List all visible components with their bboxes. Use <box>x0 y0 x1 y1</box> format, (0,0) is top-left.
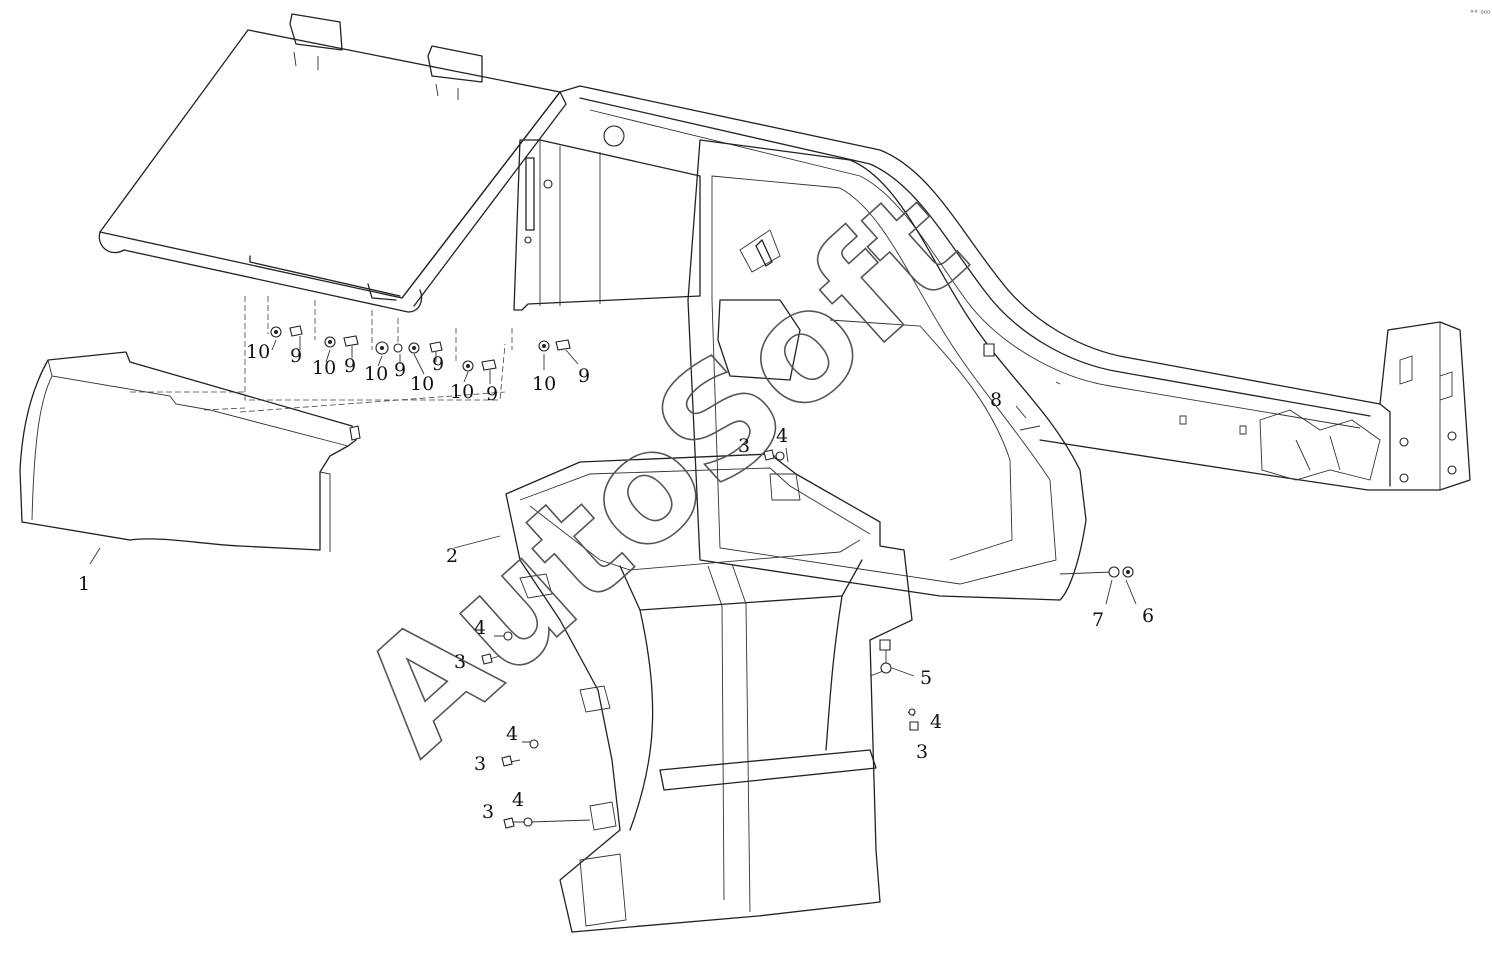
callout-10: 10 <box>364 363 388 385</box>
callout-4: 4 <box>474 617 486 639</box>
callout-9: 9 <box>344 355 356 377</box>
callout-8: 8 <box>990 389 1002 411</box>
callout-9: 9 <box>432 353 444 375</box>
callout-4: 4 <box>930 711 942 733</box>
callout-3: 3 <box>738 435 750 457</box>
callout-9: 9 <box>290 345 302 367</box>
callout-9: 9 <box>486 383 498 405</box>
callout-10: 10 <box>450 381 474 403</box>
callout-2: 2 <box>446 545 458 567</box>
wheel-arch-liner <box>687 139 1087 601</box>
callout-labels: 1 2 3 4 4 3 4 3 3 4 5 4 3 6 7 8 10 9 10 … <box>78 341 1154 823</box>
callout-3: 3 <box>916 741 928 763</box>
shelf-hardware <box>270 325 571 372</box>
front-cover-panel <box>19 351 361 552</box>
callout-10: 10 <box>532 373 556 395</box>
callout-4: 4 <box>506 723 518 745</box>
watermark: AutoSoft <box>328 158 999 786</box>
callout-5: 5 <box>920 667 932 689</box>
callout-9: 9 <box>394 359 406 381</box>
shelf-fastener-alignment <box>130 296 513 413</box>
callout-10: 10 <box>410 373 434 395</box>
callout-3: 3 <box>482 801 494 823</box>
upper-shelf-panel <box>98 13 567 313</box>
callout-6: 6 <box>1142 605 1154 627</box>
shelf-support-bracket <box>513 139 701 311</box>
corner-mark: °° ⁰⁰⁰ <box>1470 9 1490 18</box>
callout-1: 1 <box>78 573 90 595</box>
callout-3: 3 <box>474 753 486 775</box>
rear-splash-shield <box>505 453 913 933</box>
frame-rail <box>559 85 1471 491</box>
callout-10: 10 <box>312 357 336 379</box>
shield-hardware <box>481 449 1134 829</box>
callout-10: 10 <box>246 341 270 363</box>
callout-7: 7 <box>1092 609 1104 631</box>
callout-4: 4 <box>512 789 524 811</box>
callout-9: 9 <box>578 365 590 387</box>
callout-4: 4 <box>776 425 788 447</box>
callout-3: 3 <box>454 651 466 673</box>
